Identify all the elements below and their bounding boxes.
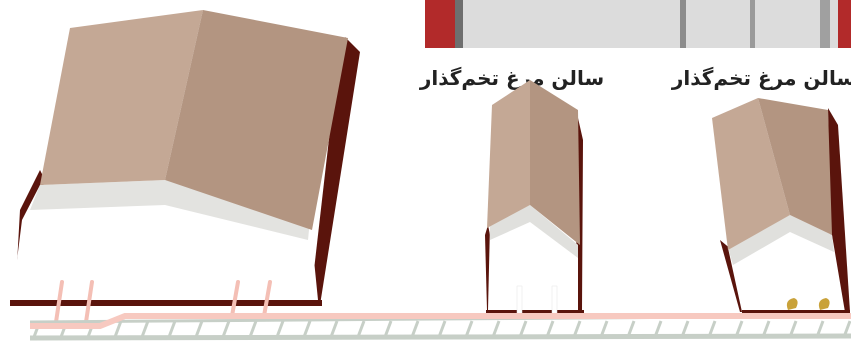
house-3: [712, 98, 850, 315]
rail-track: [30, 316, 851, 338]
photo-post: [820, 0, 830, 48]
rail-tie: [331, 321, 337, 337]
photo-red-detail: [425, 0, 455, 48]
rail-tie: [304, 321, 310, 337]
photo-strip: [425, 0, 851, 48]
rail-tie: [169, 321, 175, 337]
rail-tie: [358, 321, 364, 337]
rail-tie: [223, 321, 229, 337]
house-2-post: [552, 286, 557, 314]
house-3-label: سالن مرغ تخم‌گذار: [671, 66, 851, 90]
photo-right-detail: [838, 0, 851, 48]
house-2: [485, 80, 584, 315]
rail-tie: [115, 321, 121, 337]
rail-tie: [142, 321, 148, 337]
rail-tie: [196, 321, 202, 337]
rail-tie: [277, 321, 283, 337]
photo-dark-detail: [455, 0, 463, 48]
photo-background: [425, 0, 851, 48]
photo-post: [750, 0, 755, 48]
photo-post: [680, 0, 686, 48]
house-2-label: سالن مرغ تخم‌گذار: [419, 66, 604, 90]
house-2-roof-left: [487, 80, 530, 228]
house-1: [10, 10, 360, 306]
rail-tie: [250, 321, 256, 337]
house-2-post: [517, 286, 522, 314]
rail-tie: [385, 321, 391, 337]
